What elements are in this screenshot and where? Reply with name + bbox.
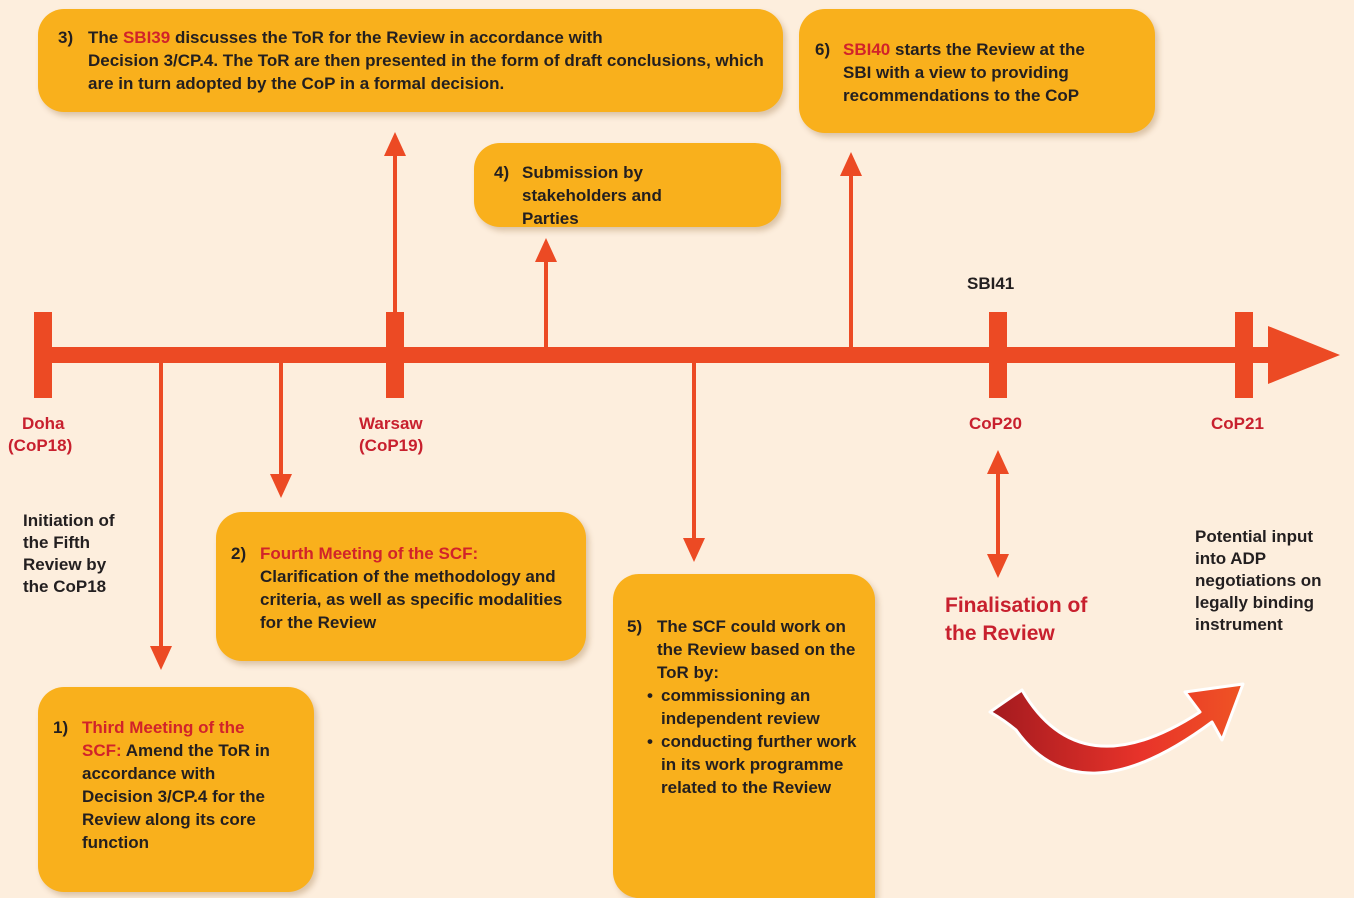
step6-text: SBI40 starts the Review at the SBI with … (843, 40, 1085, 105)
label-cop21: CoP21 (1211, 414, 1264, 433)
step3-number: 3) (58, 28, 74, 47)
tick-warsaw (386, 312, 404, 398)
step5-box: 5) The SCF could work on the Review base… (613, 574, 875, 898)
arrow-step6 (840, 152, 862, 348)
step6-box: 6) SBI40 starts the Review at the SBI wi… (799, 9, 1155, 133)
step5-bullet: conducting further work in its work prog… (647, 730, 869, 799)
step5-bullet-list: commissioning an independent review cond… (647, 684, 869, 799)
label-sbi41: SBI41 (967, 274, 1015, 293)
potential-input-note: Potential input into ADP negotiations on… (1195, 527, 1322, 634)
label-cop20: CoP20 (969, 414, 1022, 433)
step1-text: Third Meeting of the SCF: Amend the ToR … (82, 718, 270, 852)
step1-box: 1) Third Meeting of the SCF: Amend the T… (38, 687, 314, 892)
arrow-step2 (270, 362, 292, 498)
timeline-arrowhead (1268, 326, 1340, 384)
tick-cop20 (989, 312, 1007, 398)
initiation-note: Initiation of the Fifth Review by the Co… (23, 511, 115, 596)
tick-doha (34, 312, 52, 398)
step2-highlight: Fourth Meeting of the SCF: (260, 544, 479, 563)
step2-text: Fourth Meeting of the SCF: Clarification… (260, 542, 576, 634)
step6-number: 6) (815, 40, 831, 59)
arrow-step5 (683, 362, 705, 562)
step3-text: The SBI39 discusses the ToR for the Revi… (88, 28, 764, 93)
timeline-line (38, 347, 1278, 363)
step4-number: 4) (494, 163, 510, 182)
step2-box: 2) Fourth Meeting of the SCF: Clarificat… (216, 512, 586, 661)
step5-bullet: commissioning an independent review (647, 684, 869, 730)
arrow-step1 (150, 362, 172, 670)
step5-text: The SCF could work on the Review based o… (647, 615, 869, 799)
sbi39-highlight: SBI39 (122, 28, 171, 47)
step4-box: 4) Submission by stakeholders and Partie… (474, 143, 781, 228)
tick-cop21 (1235, 312, 1253, 398)
arrow-step4 (535, 238, 557, 348)
step3-box: 3) The SBI39 discusses the ToR for the R… (38, 9, 783, 112)
step4-text: Submission by stakeholders and Parties (522, 163, 662, 228)
curved-arrow (988, 682, 1245, 775)
finalisation-note: Finalisation of the Review (945, 594, 1088, 645)
step2-number: 2) (231, 544, 247, 563)
arrow-finalisation (987, 450, 1009, 578)
sbi40-highlight: SBI40 (843, 40, 891, 59)
label-warsaw: Warsaw (CoP19) (359, 414, 424, 455)
step1-highlight: Third Meeting of the SCF: (82, 718, 245, 760)
step5-number: 5) (627, 617, 643, 636)
arrow-step3 (384, 132, 406, 312)
label-doha: Doha (CoP18) (8, 414, 73, 455)
step1-number: 1) (53, 718, 69, 737)
